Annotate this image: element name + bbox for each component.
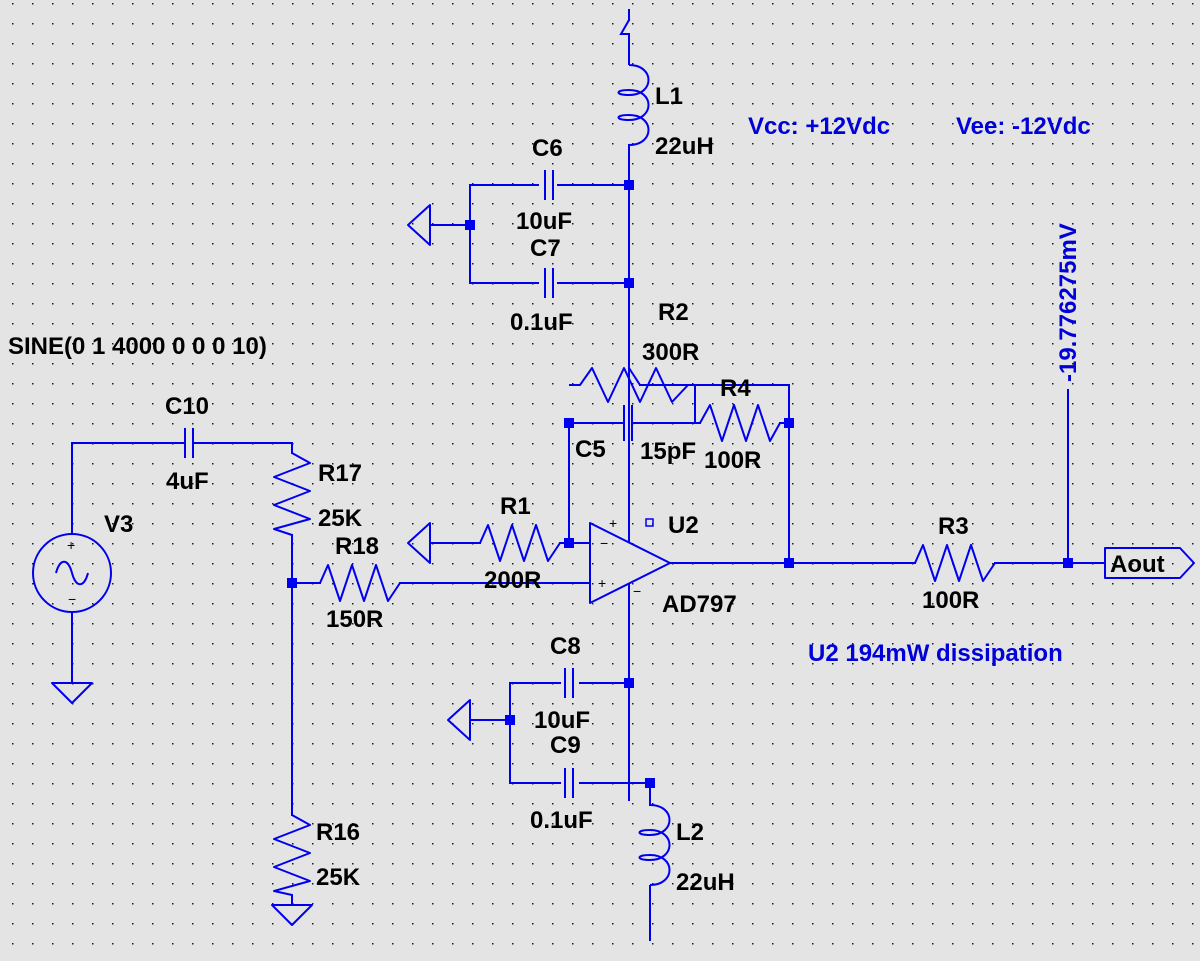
r4-ref-label: R4	[720, 375, 751, 402]
resistor-r17[interactable]	[273, 452, 311, 536]
capacitor-c7[interactable]	[544, 268, 554, 298]
c8-value-label: 10uF	[534, 707, 590, 734]
c10-ref-label: C10	[165, 393, 209, 420]
capacitor-c8[interactable]	[564, 668, 574, 698]
l1-value-label: 22uH	[655, 133, 714, 160]
ground-triangle-icon	[51, 682, 93, 704]
c5-ref-label: C5	[575, 436, 606, 463]
ground-triangle-icon	[447, 699, 471, 741]
u2-value-label: AD797	[662, 591, 737, 618]
v3-value-label: SINE(0 1 4000 0 0 0 10)	[8, 333, 267, 360]
c6-value-label: 10uF	[516, 208, 572, 235]
opamp-vminus-sign: −	[633, 583, 641, 599]
r2-ref-label: R2	[658, 299, 689, 326]
r3-value-label: 100R	[922, 587, 979, 614]
inductor-l2[interactable]	[638, 804, 671, 895]
c9-ref-label: C9	[550, 732, 581, 759]
resistor-r16[interactable]	[273, 814, 311, 896]
r17-ref-label: R17	[318, 460, 362, 487]
resistor-r2-potentiometer[interactable]	[569, 367, 696, 423]
r16-value-label: 25K	[316, 864, 361, 891]
capacitor-c10[interactable]	[184, 428, 194, 458]
vcc-annotation: Vcc: +12Vdc	[748, 113, 890, 140]
opamp-comp-pin-icon	[645, 518, 654, 527]
wires	[71, 9, 1106, 941]
ground-triangle-icon	[407, 204, 431, 246]
r1-ref-label: R1	[500, 493, 531, 520]
ground-triangle-icon	[407, 522, 431, 564]
c7-value-label: 0.1uF	[510, 309, 573, 336]
c5-value-label: 15pF	[640, 438, 696, 465]
l1-ref-label: L1	[655, 83, 683, 110]
r18-value-label: 150R	[326, 606, 383, 633]
inductor-l1[interactable]	[617, 34, 650, 146]
resistor-r4[interactable]	[699, 404, 781, 442]
opamp-plus-sign: +	[598, 575, 606, 591]
opamp-vplus-sign: +	[609, 515, 617, 531]
aout-port-label: Aout	[1110, 551, 1165, 578]
source-plus-sign: +	[67, 537, 75, 553]
voltage-source-v3[interactable]	[32, 533, 112, 613]
junction-dots	[287, 180, 1073, 788]
c9-value-label: 0.1uF	[530, 807, 593, 834]
u2-ref-label: U2	[668, 512, 699, 539]
r16-ref-label: R16	[316, 819, 360, 846]
source-minus-sign: −	[68, 591, 76, 607]
c10-value-label: 4uF	[166, 468, 209, 495]
ground-triangle-icon	[271, 904, 313, 926]
grid-dots	[12, 3, 1194, 945]
l2-value-label: 22uH	[676, 869, 735, 896]
r2-value-label: 300R	[642, 339, 699, 366]
output-port-aout[interactable]	[1104, 547, 1195, 579]
c6-ref-label: C6	[532, 135, 563, 162]
opamp-u2[interactable]	[589, 500, 671, 604]
capacitor-c5[interactable]	[623, 405, 633, 441]
r4-value-label: 100R	[704, 447, 761, 474]
probe-voltage-annotation: -19.776275mV	[1055, 223, 1082, 382]
l2-ref-label: L2	[676, 819, 704, 846]
capacitor-c6[interactable]	[544, 170, 554, 200]
opamp-minus-sign: −	[600, 535, 608, 551]
c8-ref-label: C8	[550, 633, 581, 660]
r18-ref-label: R18	[335, 533, 379, 560]
dissipation-annotation: U2 194mW dissipation	[808, 640, 1063, 667]
resistor-r1[interactable]	[479, 524, 561, 562]
r17-value-label: 25K	[318, 505, 363, 532]
v3-ref-label: V3	[104, 511, 133, 538]
vee-annotation: Vee: -12Vdc	[956, 113, 1091, 140]
resistor-r18[interactable]	[319, 564, 401, 602]
capacitor-c9[interactable]	[564, 768, 574, 798]
c7-ref-label: C7	[530, 235, 561, 262]
r1-value-label: 200R	[484, 567, 541, 594]
r3-ref-label: R3	[938, 513, 969, 540]
resistor-r3[interactable]	[914, 544, 996, 582]
